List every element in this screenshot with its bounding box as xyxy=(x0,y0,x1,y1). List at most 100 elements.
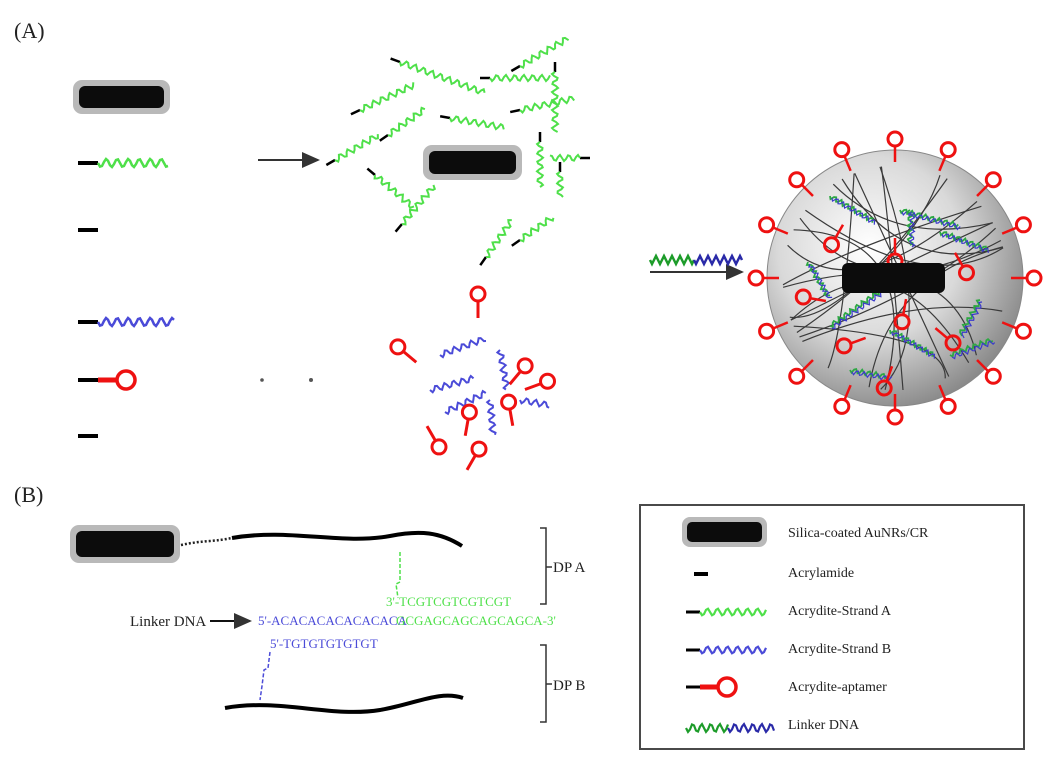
strand-a-mark xyxy=(489,73,551,83)
aptamer-loop xyxy=(886,130,904,148)
sphere-strand-mark xyxy=(908,211,916,248)
legend-label-4: Acrydite-aptamer xyxy=(788,680,887,695)
aptamer-stem xyxy=(1001,226,1018,235)
sphere-strand-mark xyxy=(941,233,989,253)
acrylamide-tail xyxy=(390,57,401,64)
polymer-mesh-line xyxy=(879,166,910,390)
blue-strand-icon xyxy=(78,316,175,328)
aptamer-loop xyxy=(939,397,957,415)
acrylamide-tail xyxy=(439,115,451,120)
aptamer-stem xyxy=(833,224,845,240)
dp-b-bracket xyxy=(540,644,552,723)
legend-label-0: Silica-coated AuNRs/CR xyxy=(788,526,929,541)
legend-label-1: Acrylamide xyxy=(788,566,854,581)
strand-a-mark xyxy=(401,184,437,226)
tether-dotted xyxy=(180,536,233,547)
panel-a-label: (A) xyxy=(14,18,45,43)
sphere-strand-mark xyxy=(891,331,936,359)
legend-label-2: Acrydite-Strand A xyxy=(788,604,892,619)
strand-b-seq: 5'-TGTGTGTGTGT xyxy=(270,636,378,651)
acrylamide-tail xyxy=(511,238,521,247)
aptamer-loop xyxy=(833,141,851,159)
aptamer-loop xyxy=(1014,322,1032,340)
aptamer-stem xyxy=(508,371,522,386)
panel-b-scheme: 3'-TCGTCGTCGTCGT 5'-ACACACACACACACA GCGA… xyxy=(70,525,586,723)
aptamer-loop xyxy=(958,264,975,282)
panel-b-label: (B) xyxy=(14,482,43,507)
blue-aptamer-cluster xyxy=(389,285,557,471)
legend-aptamer-icon xyxy=(686,676,738,698)
aptamer-stem xyxy=(403,350,418,364)
aptamer-loop xyxy=(944,334,962,352)
strand-a-mark xyxy=(535,141,545,188)
linker-dna-label: Linker DNA xyxy=(130,614,206,630)
sphere-strand-mark xyxy=(849,368,891,380)
sphere-strand-mark xyxy=(831,197,876,225)
aptamer-loop xyxy=(460,403,478,421)
strand-b-mark xyxy=(429,374,475,394)
aptamer-stem xyxy=(938,384,947,401)
aptamer-stem xyxy=(809,297,827,303)
strand-a-mark xyxy=(449,115,505,131)
aptamer-stem xyxy=(772,321,789,330)
acrylamide-tail xyxy=(510,64,521,73)
strand-b-mark xyxy=(439,337,487,359)
aptamer-loop xyxy=(539,372,557,390)
aptamer-stem xyxy=(976,183,990,197)
strand-b-mark xyxy=(444,389,487,416)
strand-a-mark xyxy=(519,36,570,70)
aptamer-stem xyxy=(1001,321,1018,330)
aptamer-loop xyxy=(389,338,407,356)
aptamer-loop xyxy=(788,171,806,189)
aptamer-stem xyxy=(463,419,470,437)
acrylamide-tail xyxy=(366,167,376,176)
strand-a-mark xyxy=(549,153,581,163)
aptamer-stem xyxy=(465,455,477,471)
aptamer-loop xyxy=(1014,216,1032,234)
strand-b-mark xyxy=(485,399,497,435)
acrylamide-tail xyxy=(479,256,488,266)
sphere-strand-mark xyxy=(961,301,983,339)
sphere-strand-mark xyxy=(808,263,833,299)
aptamer-stem xyxy=(843,155,852,172)
aptamer-stem xyxy=(902,298,908,316)
hydrogel-sphere xyxy=(747,130,1043,426)
dp-a-nanorod-icon xyxy=(70,525,180,563)
aptamer-loop xyxy=(758,216,776,234)
component-column xyxy=(73,80,175,438)
dp-b-label: DP B xyxy=(553,678,585,694)
dp-a-label: DP A xyxy=(553,560,586,576)
silica-nanorod-icon xyxy=(73,80,170,114)
aptamer-stem xyxy=(938,155,947,172)
aptamer-stem xyxy=(772,226,789,235)
aptamer-stem xyxy=(850,336,867,345)
aptamer-loop xyxy=(893,313,911,331)
polymer-mesh-line xyxy=(832,183,993,230)
polymer-chain-a xyxy=(231,530,464,548)
aptamer-loop xyxy=(835,337,853,355)
acrylamide-tail xyxy=(379,133,389,142)
strand-a-mark xyxy=(485,219,512,259)
aptamer-loop xyxy=(886,408,904,426)
red-aptamer-icon xyxy=(78,369,137,391)
sphere-strand-mark xyxy=(951,340,996,360)
strand-b-stub xyxy=(259,651,271,701)
aptamer-loop xyxy=(469,285,487,303)
sphere-strand-mark xyxy=(831,292,882,330)
polymer-mesh-line xyxy=(854,173,950,377)
linker-arrow xyxy=(648,253,744,280)
sphere-nanorod-icon xyxy=(842,263,945,293)
polymer-mesh-line xyxy=(868,246,1003,388)
strand-a-mark xyxy=(555,171,565,198)
acrylamide-tail xyxy=(394,223,403,233)
legend-blue-strand-icon xyxy=(686,645,767,655)
legend-linker-icon xyxy=(685,722,776,734)
sphere-strand-mark xyxy=(851,370,893,381)
strand-a-stub xyxy=(395,552,401,599)
aptamer-loop xyxy=(875,379,893,397)
sphere-strand-mark xyxy=(959,299,981,337)
strand-a-mark xyxy=(519,95,575,115)
acrylamide-tail xyxy=(325,158,336,167)
aptamer-loop xyxy=(794,288,812,306)
linker-seq-green: GCGAGCAGCAGCAGCA-3' xyxy=(396,613,556,628)
